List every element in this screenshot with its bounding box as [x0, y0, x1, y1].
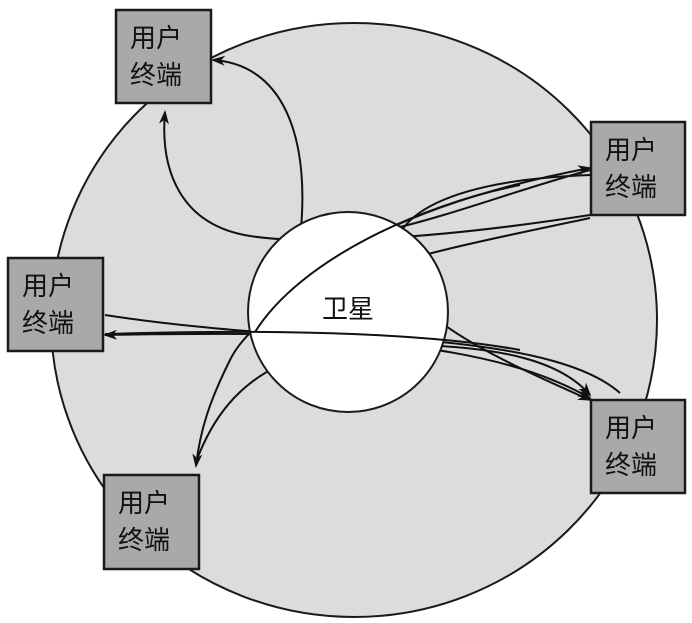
- terminal-label-line1: 用户: [130, 24, 182, 54]
- terminal-label-line2: 终端: [130, 61, 182, 91]
- satellite-path-overlay: [254, 184, 521, 333]
- terminal-label-line2: 终端: [22, 309, 74, 339]
- terminal-bottom-left: 用户 终端: [102, 473, 201, 571]
- terminal-right-upper: 用户 终端: [589, 120, 687, 217]
- terminal-label-line2: 终端: [605, 451, 657, 481]
- satellite-label: 卫星: [322, 295, 374, 325]
- terminal-box: [6, 256, 105, 353]
- terminal-top-left: 用户 终端: [114, 8, 213, 105]
- terminal-box: [589, 398, 687, 495]
- terminal-box: [102, 473, 201, 571]
- terminal-box: [114, 8, 213, 105]
- terminal-label-line1: 用户: [22, 272, 74, 302]
- satellite-path-overlay-2: [104, 330, 521, 351]
- terminal-label-line1: 用户: [605, 136, 657, 166]
- terminal-label-line1: 用户: [605, 414, 657, 444]
- terminal-label-line2: 终端: [118, 526, 170, 556]
- terminal-label-line2: 终端: [605, 173, 657, 203]
- link-top-left-loop: [158, 110, 591, 242]
- terminal-box: [589, 120, 687, 217]
- terminal-label-line1: 用户: [118, 489, 170, 519]
- satellite-circle: [247, 211, 449, 413]
- terminal-right-lower: 用户 终端: [589, 398, 687, 495]
- satellite-node: 卫星: [104, 184, 521, 413]
- terminal-left-middle: 用户 终端: [6, 256, 105, 353]
